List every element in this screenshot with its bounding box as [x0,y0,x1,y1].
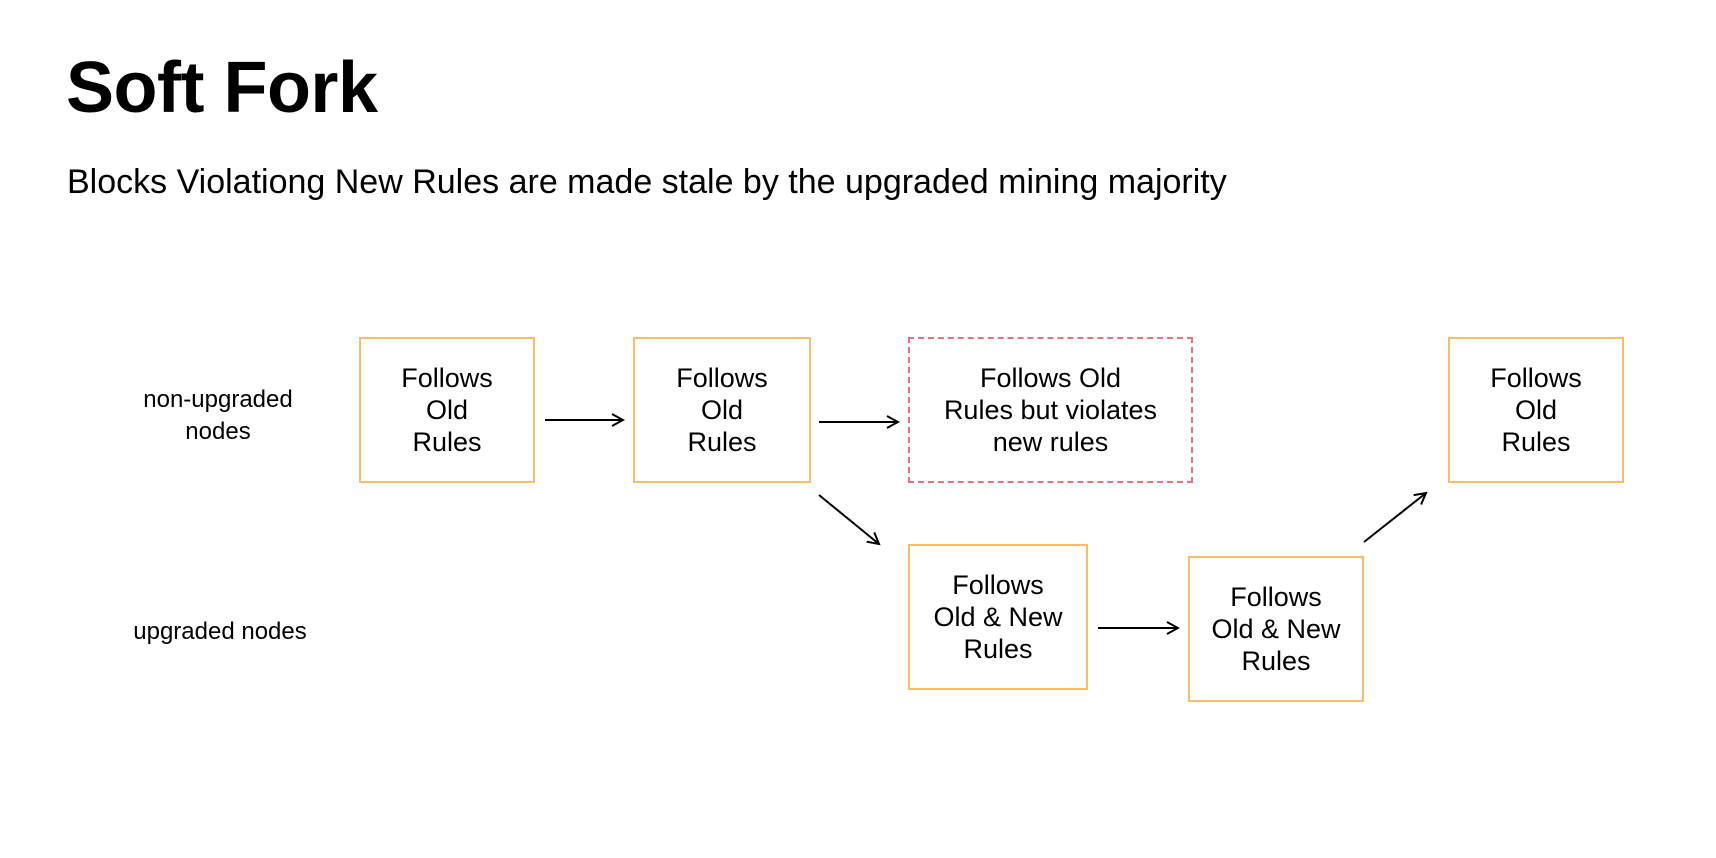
page-subtitle: Blocks Violationg New Rules are made sta… [67,163,1227,201]
block-old-new-rules-2: Follows Old & New Rules [1188,556,1364,702]
arrow-b2-to-upgraded-1 [818,494,879,544]
block-old-rules-1: Follows Old Rules [359,337,535,483]
row-label-upgraded-nodes: upgraded nodes [133,618,307,645]
block-old-rules-2: Follows Old Rules [633,337,811,483]
block-old-new-rules-1: Follows Old & New Rules [908,544,1088,690]
row-label-non-upgraded-nodes: non-upgraded nodes [143,386,293,445]
stale-block-violates-new-rules: Follows Old Rules but violates new rules [908,337,1193,483]
page-title: Soft Fork [66,48,378,128]
arrow-upgraded-2-to-b4 [1363,493,1426,543]
block-old-rules-3: Follows Old Rules [1448,337,1624,483]
